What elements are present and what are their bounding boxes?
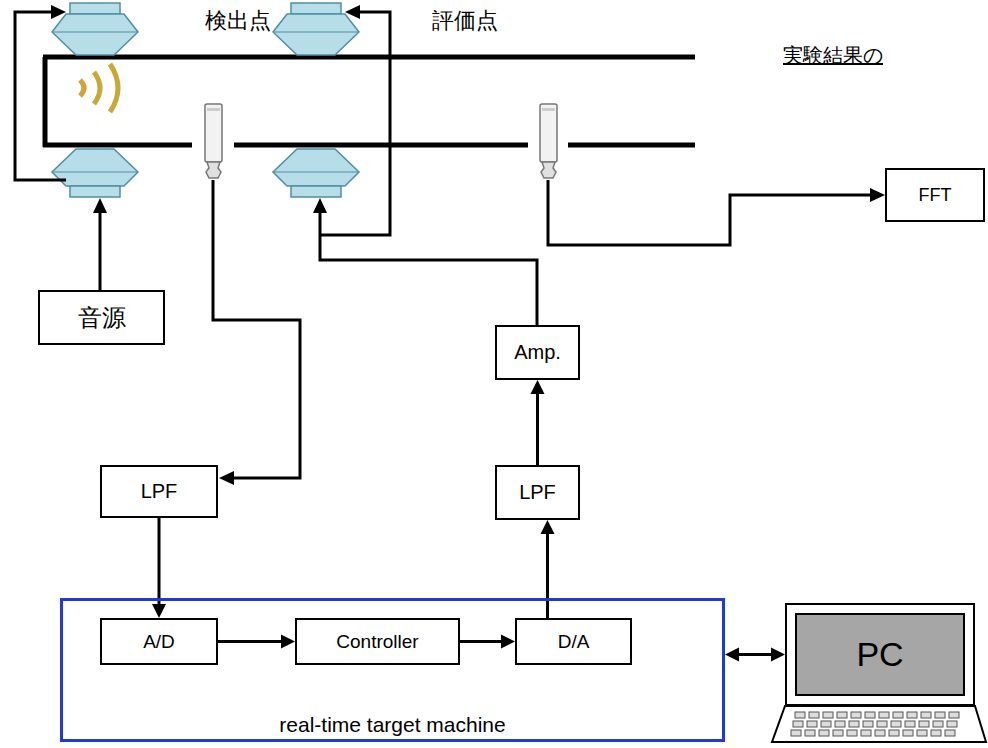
node-label: PC <box>795 613 965 696</box>
annotation-label: 実験結果の <box>783 42 883 69</box>
node-label: Controller <box>336 631 418 653</box>
source-box: 音源 <box>38 290 165 345</box>
speaker <box>52 3 138 55</box>
signal-arrow <box>218 635 295 649</box>
laptop-base <box>772 706 986 742</box>
node-label: LPF <box>141 480 178 503</box>
node-label: real-time target machine <box>279 713 505 737</box>
annotation-label: 評価点 <box>432 6 498 36</box>
microphone <box>205 104 222 178</box>
speaker <box>273 149 359 197</box>
amp-box: Amp. <box>495 325 580 380</box>
signal-arrow <box>152 518 166 618</box>
wire <box>15 12 871 478</box>
speaker <box>273 3 359 55</box>
converter-box: D/A <box>515 618 632 665</box>
node-label: FFT <box>919 185 952 206</box>
speaker <box>52 149 138 197</box>
controller-box: Controller <box>295 618 460 665</box>
filter-box: LPF <box>100 465 218 518</box>
sound-wave <box>80 64 118 112</box>
microphone <box>540 104 557 178</box>
signal-arrow <box>541 520 555 618</box>
node-label: LPF <box>519 481 556 504</box>
node-label: Amp. <box>514 341 561 364</box>
converter-box: A/D <box>100 618 218 665</box>
node-label: D/A <box>558 631 590 653</box>
filter-box: LPF <box>495 465 580 520</box>
pc-screen: PC <box>785 603 975 706</box>
target-machine-frame: real-time target machine A/D Controller D/A <box>60 598 725 742</box>
signal-arrow <box>460 635 515 649</box>
signal-arrow <box>531 380 545 465</box>
annotation-label: 検出点 <box>205 6 271 36</box>
node-label: 音源 <box>78 302 126 334</box>
node-label: A/D <box>143 631 175 653</box>
duct <box>43 57 695 147</box>
fft-box: FFT <box>885 168 985 222</box>
signal-arrow <box>725 648 785 662</box>
arrowhead <box>51 5 885 485</box>
